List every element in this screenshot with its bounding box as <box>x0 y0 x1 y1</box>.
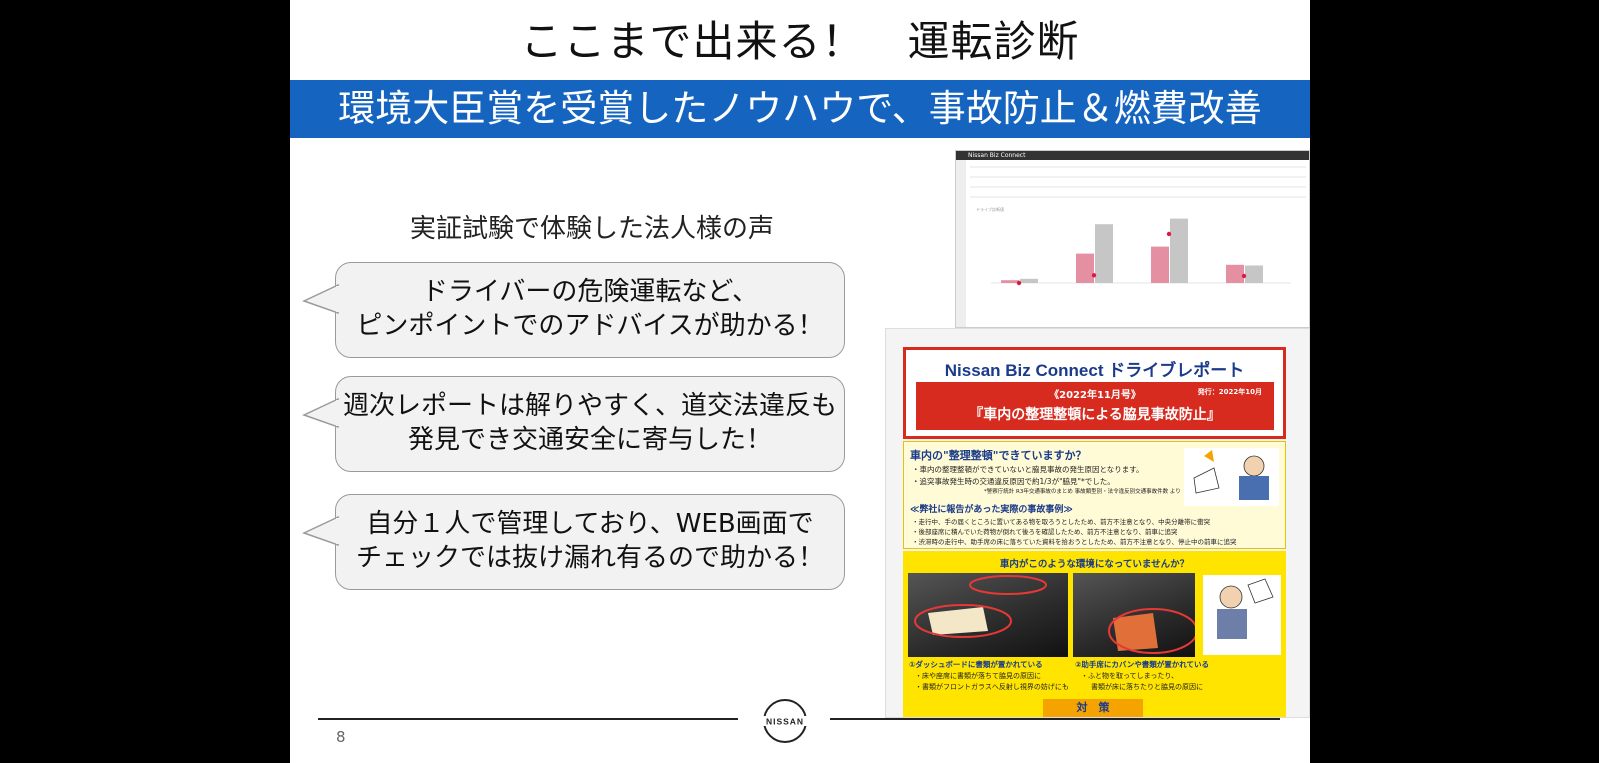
red-circle-icon <box>914 575 1047 638</box>
slide-title: ここまで出来る！ 運転診断 <box>520 17 1080 66</box>
red-circle-icon <box>1108 608 1198 654</box>
report-title: Nissan Biz Connect ドライブレポート <box>944 361 1245 380</box>
bubble-2-line-2: 発見でき交通安全に寄与した！ <box>407 425 772 455</box>
report-line: ・追突事故発生時の交通違反原因で約1/3が"脇見"*でした。 <box>912 477 1115 486</box>
page-number: 8 <box>336 728 346 746</box>
report-case: ・走行中、手の届くところに置いてある物を取ろうとしたため、前方不注意となり、中央… <box>912 518 1211 526</box>
footer-line-right <box>830 718 1280 720</box>
bubble-1-line-2: ピンポイントでのアドバイスが助かる！ <box>356 311 824 341</box>
drive-score-chart <box>991 218 1291 286</box>
report-published: 発行：2022年10月 <box>1197 388 1262 396</box>
report-case: ・後部座席に積んでいた荷物が倒れて後ろを確認したため、前方不注意となり、前車に追… <box>912 528 1178 536</box>
voices-heading: 実証試験で体験した法人様の声 <box>410 214 775 244</box>
nissan-logo-icon: NISSAN <box>759 699 811 743</box>
speech-tail-icon <box>302 515 339 547</box>
report-case: ・渋滞時の走行中、助手席の床に落ちていた資料を拾おうとしたため、前方不注意となり… <box>912 538 1237 546</box>
slide: ここまで出来る！ 運転診断 環境大臣賞を受賞したノウハウで、事故防止＆燃費改善 … <box>290 0 1310 763</box>
logo-text: NISSAN <box>766 717 804 727</box>
speech-bubble-3: 自分１人で管理しており、WEB画面で チェックでは抜け漏れ有るので助かる！ <box>302 494 845 590</box>
chart-marker <box>1166 231 1172 237</box>
chart-bar <box>1151 246 1169 283</box>
chart-bar <box>1095 224 1113 283</box>
caption-2-line: 書類が床に落ちたりと脇見の原因に <box>1091 683 1203 691</box>
chart-bar <box>1245 265 1263 283</box>
passenger-seat-photo <box>1073 573 1198 657</box>
report-cases-heading: ≪弊社に報告があった実際の事故事例≫ <box>910 505 1073 515</box>
report-issue: 《2022年11月号》 <box>1049 390 1141 401</box>
report-line: *警察庁統計 R3年交通事故のまとめ 事故類型別・法令違反別交通事故件数 より <box>984 489 1181 495</box>
distracted-driver-illustration <box>1203 575 1281 655</box>
dashboard-app-title: Nissan Biz Connect <box>956 151 1309 160</box>
caption-1: ①ダッシュボードに書類が置かれている <box>909 660 1043 669</box>
chart-bar <box>1170 218 1188 283</box>
countermeasure-label: 対 策 <box>1043 699 1143 717</box>
chart-bar <box>1076 253 1094 283</box>
dashboard-photo <box>908 573 1068 657</box>
bubble-3-line-2: チェックでは抜け漏れ有るので助かる！ <box>355 543 824 573</box>
caption-1-line: ・書類がフロントガラスへ反射し視界の妨げにも <box>915 683 1069 691</box>
report-subject: 『車内の整理整頓による脇見事故防止』 <box>969 407 1221 423</box>
report-line: ・車内の整理整頓ができていないと脇見事故の発生原因となります。 <box>912 465 1144 474</box>
svg-text:ドライブ診断値: ドライブ診断値 <box>976 206 1004 212</box>
caption-2: ②助手席にカバンや書類が置かれている <box>1075 660 1209 669</box>
chart-bar <box>1020 278 1038 283</box>
dashboard-screenshot: Nissan Biz Connect ドライブ診断値 <box>955 150 1310 328</box>
headline-banner: 環境大臣賞を受賞したノウハウで、事故防止＆燃費改善 <box>290 80 1310 138</box>
report-subject-box: 《2022年11月号》 発行：2022年10月 『車内の整理整頓による脇見事故防… <box>916 382 1274 430</box>
chart-marker <box>1241 273 1247 279</box>
distracted-driver-illustration <box>1184 448 1279 506</box>
chart-bar <box>1226 264 1244 283</box>
dashboard-table: ドライブ診断値 <box>970 166 1306 212</box>
speech-tail-icon <box>302 283 339 315</box>
speech-bubble-1: ドライバーの危険運転など、 ピンポイントでのアドバイスが助かる！ <box>302 262 845 358</box>
speech-tail-icon <box>302 397 339 429</box>
speech-bubble-2: 週次レポートは解りやすく、道交法違反も 発見でき交通安全に寄与した！ <box>302 376 845 472</box>
footer-line-left <box>318 718 738 720</box>
chart-marker <box>1091 273 1097 278</box>
chart-marker <box>1016 280 1022 286</box>
dashboard-sidebar <box>956 160 966 327</box>
bubble-1-line-1: ドライバーの危険運転など、 <box>421 277 759 308</box>
chart-bar <box>1001 280 1019 283</box>
report-question-2: 車内がこのような環境になっていませんか？ <box>999 559 1190 570</box>
bubble-2-line-1: 週次レポートは解りやすく、道交法違反も <box>342 391 837 422</box>
bubble-3-line-1: 自分１人で管理しており、WEB画面で <box>366 509 814 540</box>
report-question-1: 車内の"整理整頓"できていますか？ <box>910 449 1087 462</box>
caption-1-line: ・床や座席に書類が落ちて脇見の原因に <box>915 672 1041 680</box>
report-header: Nissan Biz Connect ドライブレポート 《2022年11月号》 … <box>903 347 1286 439</box>
report-section-tidy: 車内の"整理整頓"できていますか？ ・車内の整理整頓ができていないと脇見事故の発… <box>903 441 1286 549</box>
caption-2-line: ・ふと物を取ってしまったり、 <box>1081 672 1179 680</box>
drive-report-image: Nissan Biz Connect ドライブレポート 《2022年11月号》 … <box>885 328 1310 718</box>
report-section-environment: 車内がこのような環境になっていませんか？ ①ダッシ <box>903 551 1286 717</box>
